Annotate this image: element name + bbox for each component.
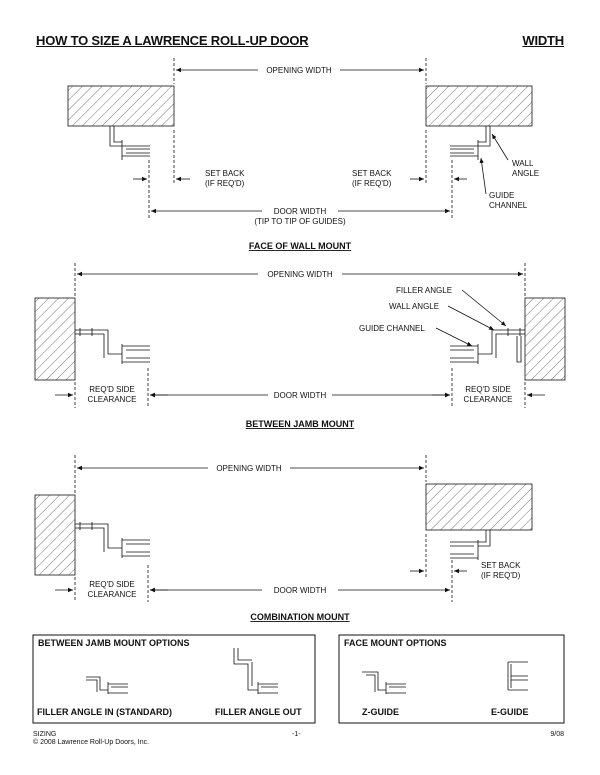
z-guide-label: Z-GUIDE — [362, 707, 399, 717]
jamb-left-mid — [34, 297, 76, 381]
wall-left-top — [67, 85, 175, 127]
cm-set-back-2: (IF REQ'D) — [481, 571, 521, 580]
footer-copyright: © 2008 Lawrence Roll-Up Doors, Inc. — [33, 739, 150, 746]
e-guide-diagram — [507, 661, 528, 691]
jamb-left-bot — [34, 494, 76, 576]
footer-page: -1- — [292, 731, 301, 738]
wall-right-top — [425, 85, 533, 127]
bj-door-width-label: DOOR WIDTH — [274, 391, 327, 400]
bj-clear-left-2: CLEARANCE — [88, 395, 137, 404]
fow-wall-angle-1: WALL — [512, 159, 534, 168]
filler-out-diagram — [233, 648, 278, 694]
guide-left-fow — [109, 126, 150, 160]
bj-clear-right-1: REQ'D SIDE — [465, 385, 511, 394]
fow-set-back-right-2: (IF REQ'D) — [352, 179, 392, 188]
guide-right-bj — [450, 328, 525, 364]
fow-set-back-left-2: (IF REQ'D) — [205, 179, 245, 188]
fow-door-width-2: (TIP TO TIP OF GUIDES) — [254, 217, 346, 226]
fow-caption: FACE OF WALL MOUNT — [249, 241, 352, 251]
bj-clear-left-1: REQ'D SIDE — [89, 385, 135, 394]
bj-clear-right-2: CLEARANCE — [464, 395, 513, 404]
fow-set-back-right-1: SET BACK — [352, 169, 392, 178]
bj-wall-angle-label: WALL ANGLE — [389, 302, 439, 311]
e-guide-label: E-GUIDE — [491, 707, 529, 717]
guide-left-bj — [75, 328, 150, 364]
cm-caption: COMBINATION MOUNT — [250, 612, 350, 622]
cm-opening-width-label: OPENING WIDTH — [216, 464, 282, 473]
fow-guide-channel-1: GUIDE — [489, 191, 514, 200]
filler-in-label: FILLER ANGLE IN (STANDARD) — [37, 707, 172, 717]
bj-guide-channel-label: GUIDE CHANNEL — [359, 324, 425, 333]
filler-out-label: FILLER ANGLE OUT — [215, 707, 302, 717]
cm-clear-1: REQ'D SIDE — [89, 580, 135, 589]
face-options-title: FACE MOUNT OPTIONS — [344, 638, 447, 648]
fow-opening-width-label: OPENING WIDTH — [266, 66, 332, 75]
guide-right-fow — [450, 126, 491, 160]
bj-filler-angle-label: FILLER ANGLE — [396, 286, 452, 295]
cm-door-width-label: DOOR WIDTH — [274, 586, 327, 595]
cm-clear-2: CLEARANCE — [88, 590, 137, 599]
fow-set-back-left-1: SET BACK — [205, 169, 245, 178]
page-title: HOW TO SIZE A LAWRENCE ROLL-UP DOOR — [36, 33, 309, 48]
cm-set-back-1: SET BACK — [481, 561, 521, 570]
footer-date: 9/08 — [550, 731, 564, 738]
guide-left-cm — [75, 522, 150, 558]
fow-door-width-1: DOOR WIDTH — [274, 207, 327, 216]
jamb-right-mid — [524, 297, 566, 381]
guide-right-cm — [450, 530, 491, 560]
section-title: WIDTH — [522, 33, 564, 48]
z-guide-diagram — [362, 671, 406, 694]
bj-opening-width-label: OPENING WIDTH — [267, 270, 333, 279]
bj-options-title: BETWEEN JAMB MOUNT OPTIONS — [38, 638, 190, 648]
wall-right-bot — [425, 483, 533, 531]
face-mount-options-box — [338, 634, 565, 724]
between-jamb-options-box — [32, 634, 316, 724]
fow-wall-angle-2: ANGLE — [512, 169, 539, 178]
filler-in-diagram — [86, 676, 128, 694]
bj-caption: BETWEEN JAMB MOUNT — [246, 419, 355, 429]
fow-guide-channel-2: CHANNEL — [489, 201, 528, 210]
footer-section: SIZING — [33, 731, 57, 738]
